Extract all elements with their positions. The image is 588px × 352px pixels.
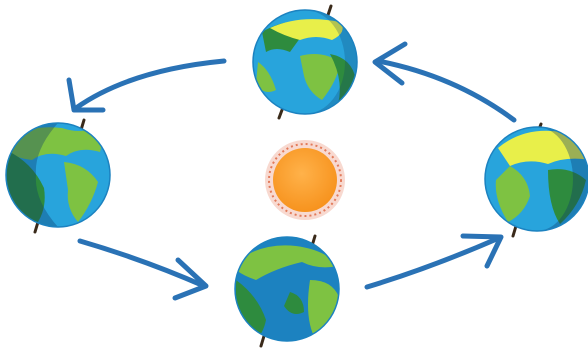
earth-globe-right-icon bbox=[485, 124, 588, 236]
orbit-arrow-right-to-top-icon bbox=[375, 44, 514, 120]
sun-icon bbox=[265, 140, 345, 220]
orbit-arrow-left-to-bottom-icon bbox=[80, 241, 206, 298]
orbit-arrow-top-to-left-icon bbox=[69, 61, 224, 110]
earth-globe-left-icon bbox=[6, 120, 110, 232]
earth-globe-top-icon bbox=[253, 6, 357, 118]
earth-globe-bottom-icon bbox=[235, 236, 340, 346]
orbit-arrow-bottom-to-right-icon bbox=[367, 236, 501, 287]
